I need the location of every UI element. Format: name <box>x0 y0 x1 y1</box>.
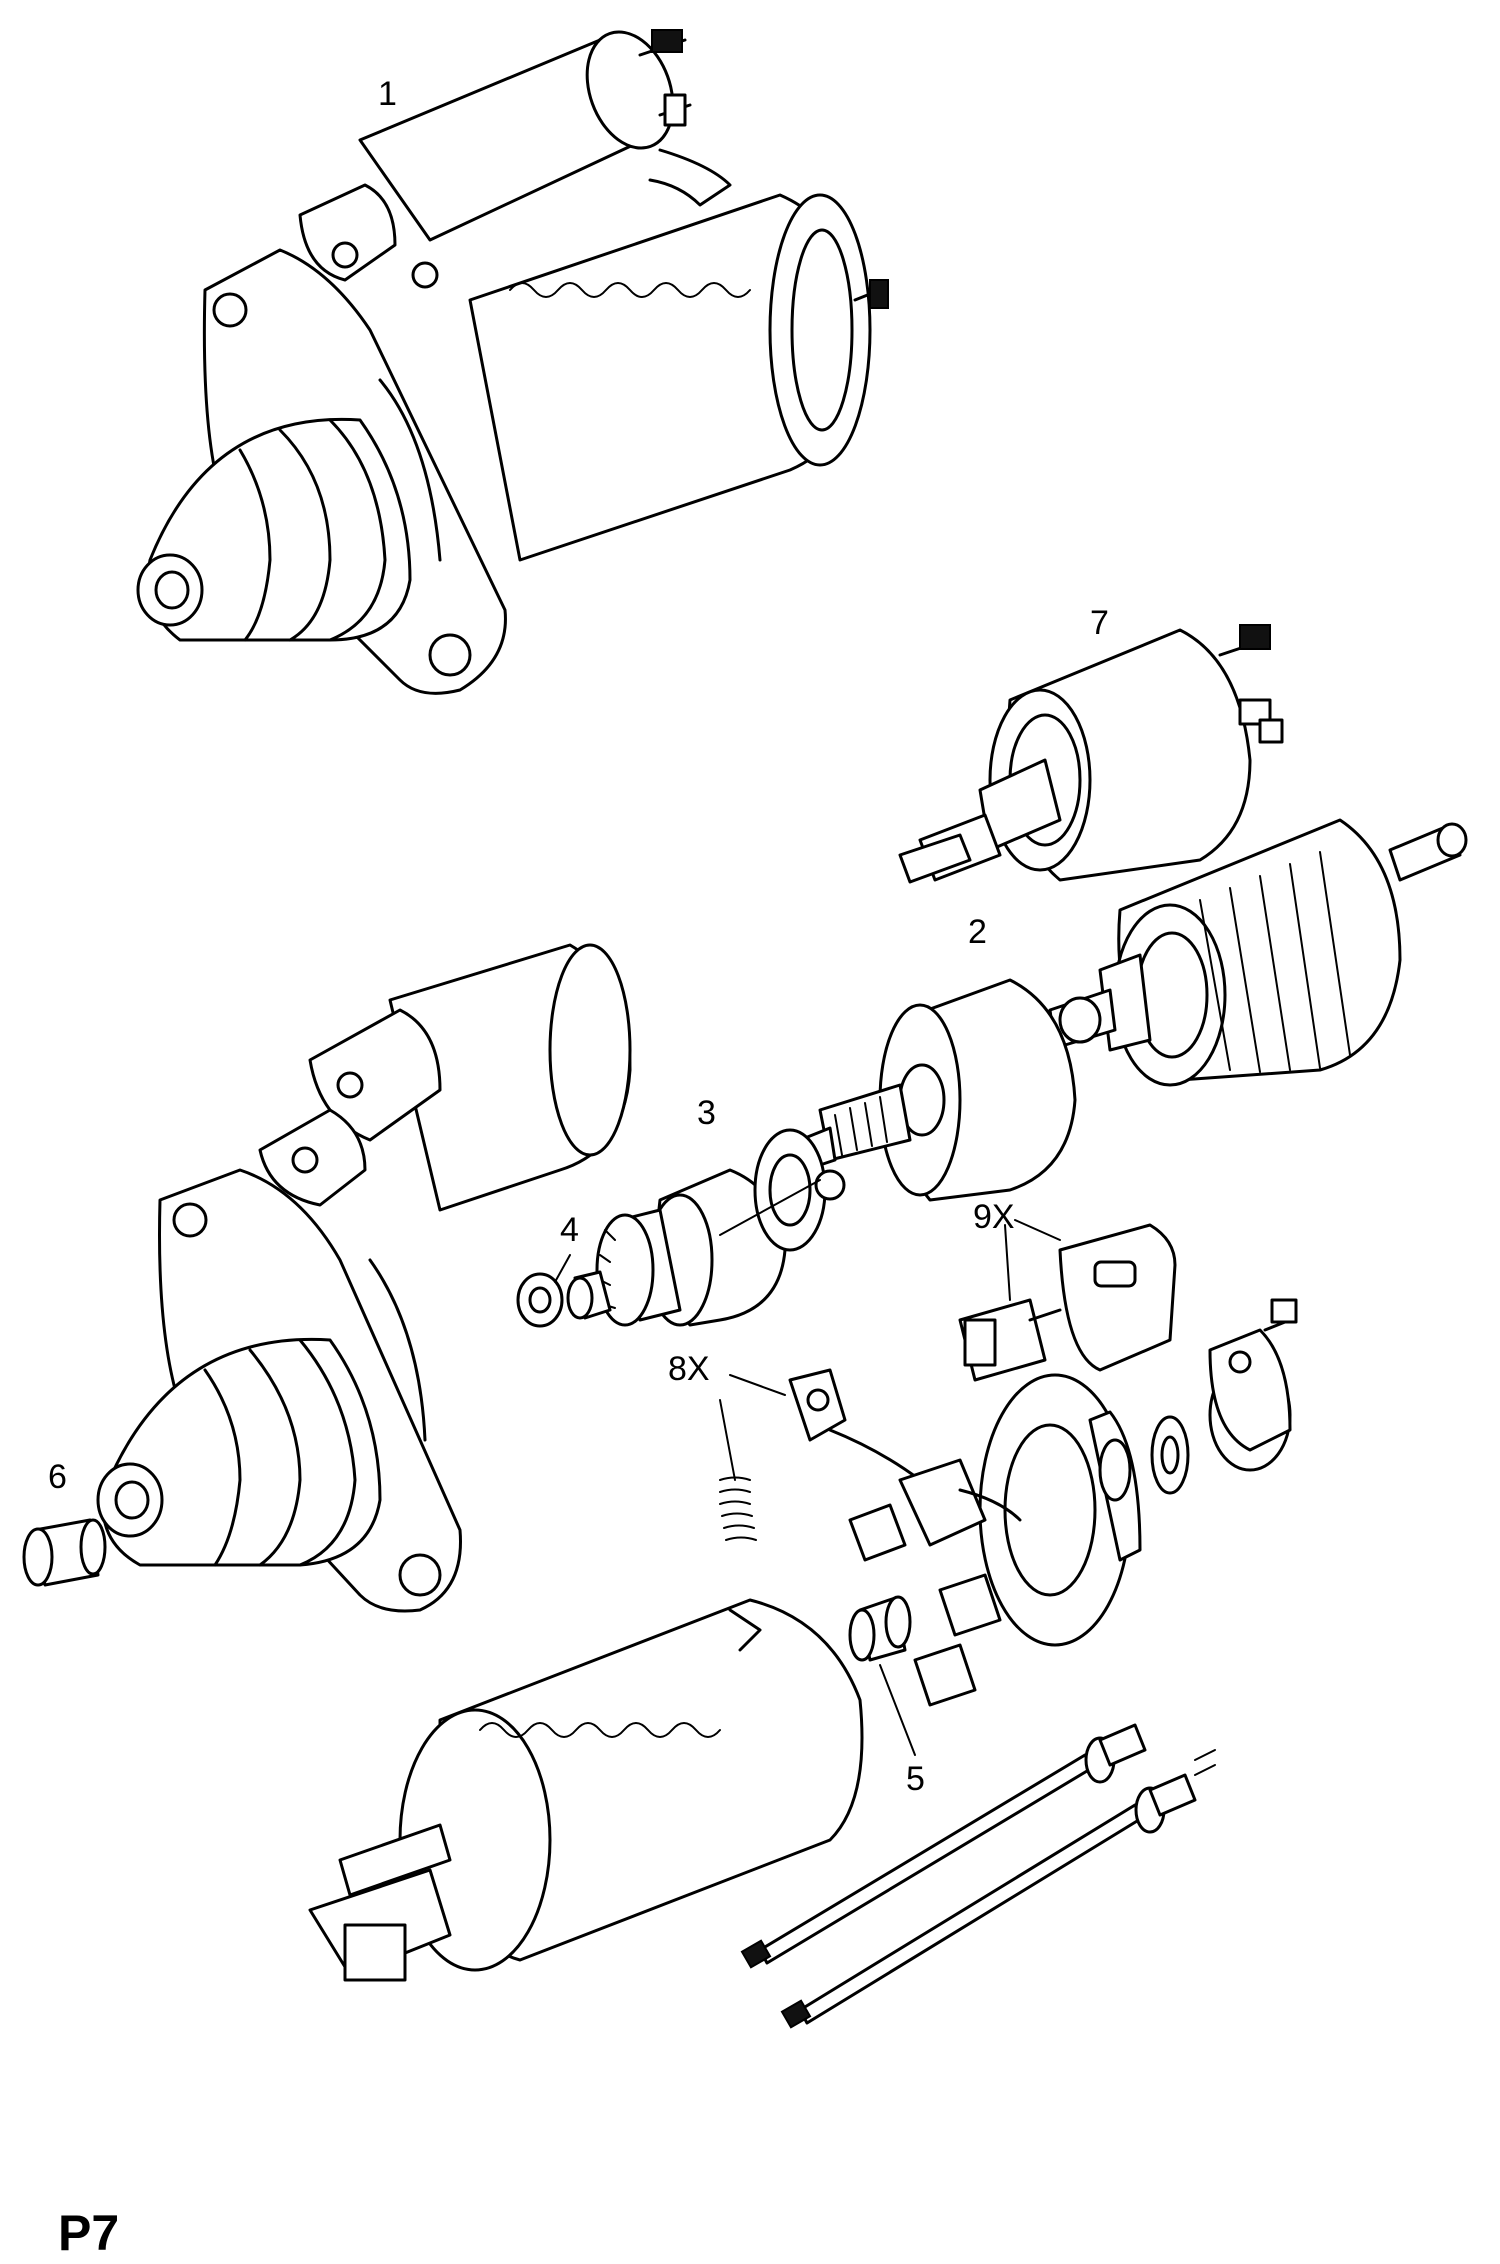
callout-4: 4 <box>560 1211 579 1249</box>
callout-1: 1 <box>378 75 397 113</box>
through-bolts <box>740 1723 1216 2029</box>
brush-holder-assembly <box>719 1298 1298 1707</box>
pinion-drive <box>595 1128 846 1327</box>
assembled-starter-motor <box>136 29 889 695</box>
callout-8x: 8X <box>668 1350 710 1388</box>
callout-5: 5 <box>906 1760 925 1798</box>
callout-6: 6 <box>48 1458 67 1496</box>
solenoid-part <box>898 624 1284 884</box>
callout-9x: 9X <box>973 1198 1015 1236</box>
bushing-parts <box>516 1270 612 1328</box>
callout-7: 7 <box>1090 604 1109 642</box>
page-code: P7 <box>58 2205 119 2261</box>
drive-end-housing <box>96 943 632 1613</box>
yoke-housing <box>308 1598 864 1982</box>
intermediate-housing <box>798 978 1077 1202</box>
callout-3: 3 <box>697 1094 716 1132</box>
end-bushing <box>848 1595 912 1662</box>
terminal-block <box>958 1223 1177 1382</box>
nose-bushing <box>22 1518 107 1587</box>
callout-2: 2 <box>968 913 987 951</box>
leader-lines <box>554 1179 1061 1756</box>
armature <box>1048 818 1468 1087</box>
